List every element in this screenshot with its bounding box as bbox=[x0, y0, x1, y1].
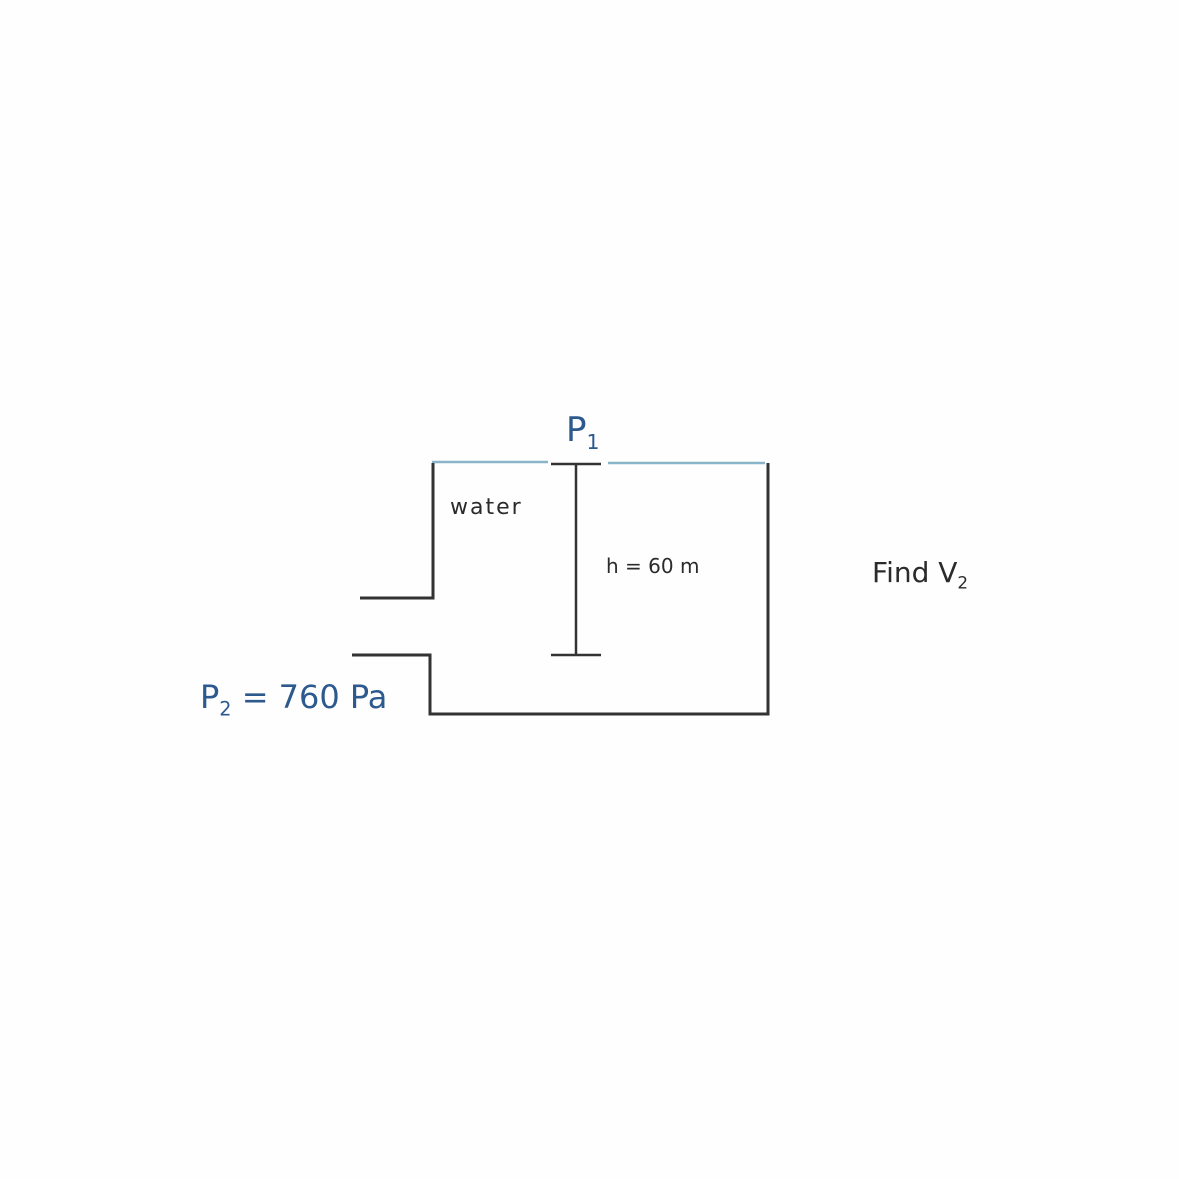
task-text: Find V bbox=[872, 556, 958, 589]
p1-label: P1 bbox=[566, 410, 600, 454]
height-label: h = 60 m bbox=[606, 554, 700, 578]
p2-letter: P bbox=[200, 678, 220, 716]
p1-letter: P bbox=[566, 410, 587, 450]
find-task-label: Find V2 bbox=[872, 556, 968, 593]
water-label: water bbox=[450, 495, 523, 520]
p1-subscript: 1 bbox=[586, 429, 600, 454]
tank-wall-lower-outline bbox=[352, 463, 770, 716]
tank-wall-upper-left bbox=[360, 463, 435, 600]
p2-value: = 760 Pa bbox=[241, 678, 388, 716]
task-subscript: 2 bbox=[957, 572, 969, 593]
p2-subscript: 2 bbox=[219, 697, 232, 721]
p2-label: P2 = 760 Pa bbox=[200, 678, 387, 720]
